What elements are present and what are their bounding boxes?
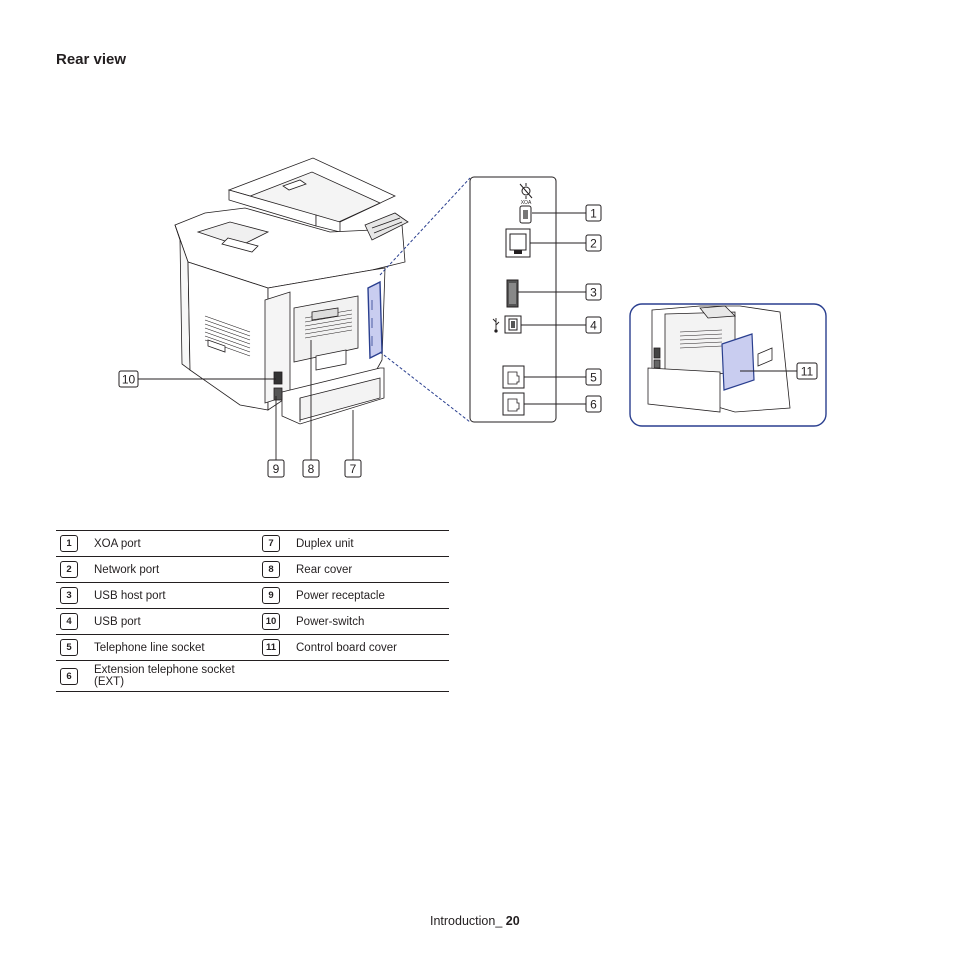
part-number-badge: 6: [60, 667, 78, 685]
svg-text:4: 4: [590, 319, 597, 333]
callout-10: 10: [118, 370, 139, 388]
part-number-badge: 2: [60, 561, 78, 578]
svg-text:6: 6: [590, 398, 597, 412]
part-number-badge: 1: [60, 535, 78, 552]
xoa-label: XOA: [521, 200, 532, 206]
svg-text:2: 2: [590, 237, 597, 251]
callout-4: 4: [585, 316, 602, 334]
callout-2: 2: [585, 234, 602, 252]
callout-5: 5: [585, 368, 602, 386]
part-label: Power-switch: [292, 608, 449, 635]
part-label: Control board cover: [292, 634, 449, 661]
callout-9: 9: [267, 459, 285, 478]
part-number-badge: 5: [60, 639, 78, 656]
part-label: Extension telephone socket (EXT): [90, 660, 258, 692]
svg-text:9: 9: [273, 462, 280, 476]
port-panel-zoom: XOA: [469, 176, 557, 423]
part-label: Power receptacle: [292, 582, 449, 609]
callout-8: 8: [302, 459, 320, 478]
callout-7: 7: [344, 459, 362, 478]
usb-icon: [492, 318, 500, 333]
svg-text:11: 11: [801, 365, 814, 379]
svg-text:10: 10: [122, 373, 136, 387]
part-label: Telephone line socket: [90, 634, 258, 661]
table-row: 5 Telephone line socket 11 Control board…: [56, 634, 449, 661]
part-label: Rear cover: [292, 556, 449, 583]
section-title: Rear view: [56, 51, 127, 68]
svg-text:7: 7: [350, 462, 357, 476]
svg-text:8: 8: [308, 462, 315, 476]
svg-text:3: 3: [590, 286, 597, 300]
page-number: 20: [505, 914, 520, 928]
part-number-badge: 9: [262, 587, 280, 604]
svg-text:5: 5: [590, 371, 597, 385]
part-label: XOA port: [90, 530, 258, 557]
part-label: Network port: [90, 556, 258, 583]
callout-11: 11: [796, 362, 818, 380]
table-row: 6 Extension telephone socket (EXT): [56, 660, 449, 692]
part-number-badge: 10: [262, 613, 280, 630]
leader-lines: [138, 212, 797, 460]
footer-section: Introduction_: [430, 914, 506, 928]
table-row: 4 USB port 10 Power-switch: [56, 608, 449, 635]
printer-illustration: [174, 157, 409, 425]
part-label: USB host port: [90, 582, 258, 609]
page-footer: Introduction_ 20: [430, 914, 520, 928]
part-label: USB port: [90, 608, 258, 635]
part-number-badge: 8: [262, 561, 280, 578]
part-number-badge: 3: [60, 587, 78, 604]
svg-text:1: 1: [590, 207, 597, 221]
table-row: 1 XOA port 7 Duplex unit: [56, 530, 449, 557]
part-number-badge: 4: [60, 613, 78, 630]
table-row: 3 USB host port 9 Power receptacle: [56, 582, 449, 609]
xoa-icon: [519, 183, 533, 199]
table-row: 2 Network port 8 Rear cover: [56, 556, 449, 583]
callout-6: 6: [585, 395, 602, 413]
callout-1: 1: [585, 204, 602, 222]
control-board-inset: [629, 303, 827, 427]
part-number-badge: 7: [262, 535, 280, 552]
part-label: Duplex unit: [292, 530, 449, 557]
part-number-badge: 11: [262, 639, 280, 656]
parts-table: 1 XOA port 7 Duplex unit 2 Network port …: [56, 530, 449, 692]
callout-3: 3: [585, 283, 602, 301]
